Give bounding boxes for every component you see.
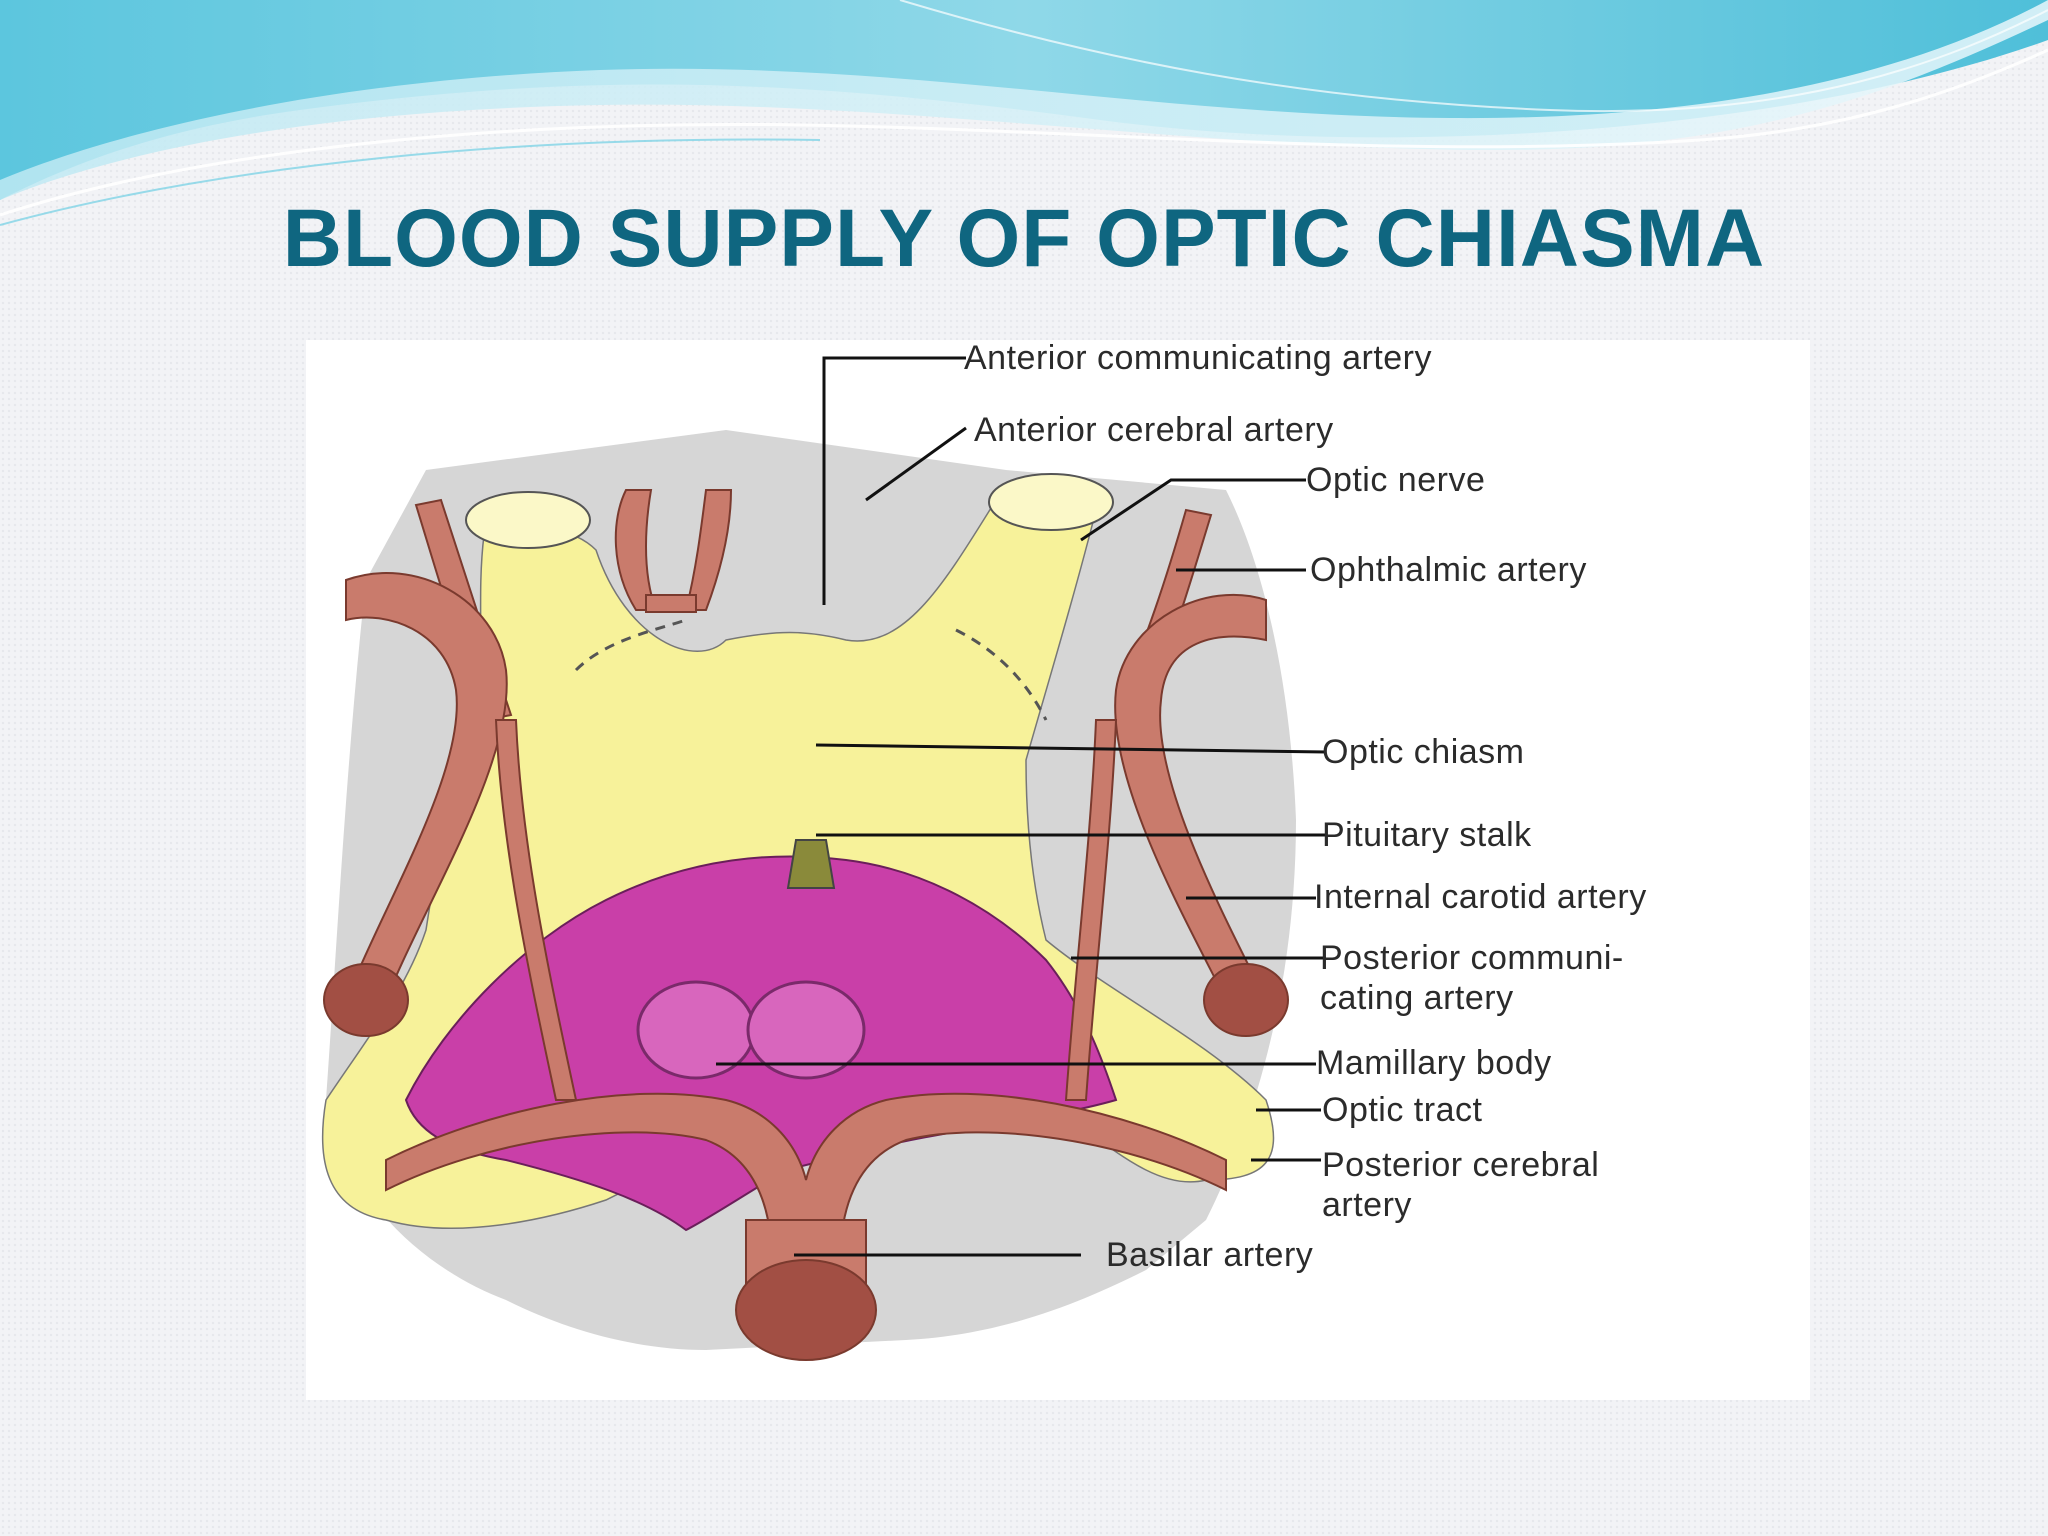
right-optic-nerve-cut-end bbox=[988, 473, 1114, 531]
arteries-group bbox=[323, 489, 1289, 1361]
label-pituitary-stalk: Pituitary stalk bbox=[1322, 816, 1532, 854]
right-carotid-cut-end bbox=[1203, 963, 1289, 1037]
label-optic-nerve: Optic nerve bbox=[1306, 461, 1486, 499]
leader-anterior-communicating bbox=[822, 356, 966, 605]
label-posterior-cerebral-artery: Posterior cerebral artery bbox=[1322, 1145, 1599, 1225]
pituitary-stalk-shape bbox=[786, 839, 836, 889]
label-optic-chiasm: Optic chiasm bbox=[1322, 733, 1525, 771]
slide-title: BLOOD SUPPLY OF OPTIC CHIASMA bbox=[282, 193, 1766, 284]
leader-optic-chiasm bbox=[815, 743, 1327, 754]
label-ophthalmic-artery: Ophthalmic artery bbox=[1310, 551, 1587, 589]
right-anterior-cerebral-artery bbox=[684, 489, 733, 611]
label-optic-tract: Optic tract bbox=[1322, 1091, 1483, 1129]
leader-anterior-cerebral bbox=[865, 426, 967, 502]
label-basilar-artery: Basilar artery bbox=[1106, 1236, 1314, 1274]
chiasm-dashed-boundary-right bbox=[955, 628, 1048, 721]
label-posterior-cerebral-line1: Posterior cerebral bbox=[1322, 1146, 1600, 1184]
label-mamillary-body: Mamillary body bbox=[1316, 1044, 1552, 1082]
label-posterior-communicating-artery: Posterior communi- cating artery bbox=[1320, 938, 1624, 1018]
posterior-cerebral-arteries bbox=[385, 1092, 1227, 1241]
chiasm-dashed-boundary-left bbox=[574, 618, 687, 672]
left-optic-nerve-cut-end bbox=[465, 491, 591, 549]
label-anterior-cerebral-artery: Anterior cerebral artery bbox=[974, 411, 1334, 449]
leader-lines bbox=[716, 356, 1327, 1257]
basilar-artery-cut-end bbox=[735, 1259, 877, 1361]
anatomy-figure: Anterior communicating artery Anterior c… bbox=[306, 339, 1810, 1400]
label-posterior-cerebral-line2: artery bbox=[1322, 1186, 1412, 1224]
optic-chiasma-illustration bbox=[306, 340, 1810, 1400]
label-posterior-communicating-line2: cating artery bbox=[1320, 979, 1514, 1017]
mamillary-body-right bbox=[746, 980, 866, 1080]
anterior-communicating-artery-shape bbox=[645, 594, 697, 613]
leader-optic-nerve bbox=[1080, 478, 1306, 542]
label-posterior-communicating-line1: Posterior communi- bbox=[1320, 939, 1624, 977]
label-internal-carotid-artery: Internal carotid artery bbox=[1314, 878, 1647, 916]
right-posterior-communicating-artery bbox=[1064, 719, 1118, 1101]
label-anterior-communicating-artery: Anterior communicating artery bbox=[964, 339, 1433, 377]
left-carotid-cut-end bbox=[323, 963, 409, 1037]
header-wave-decoration bbox=[0, 0, 2048, 226]
